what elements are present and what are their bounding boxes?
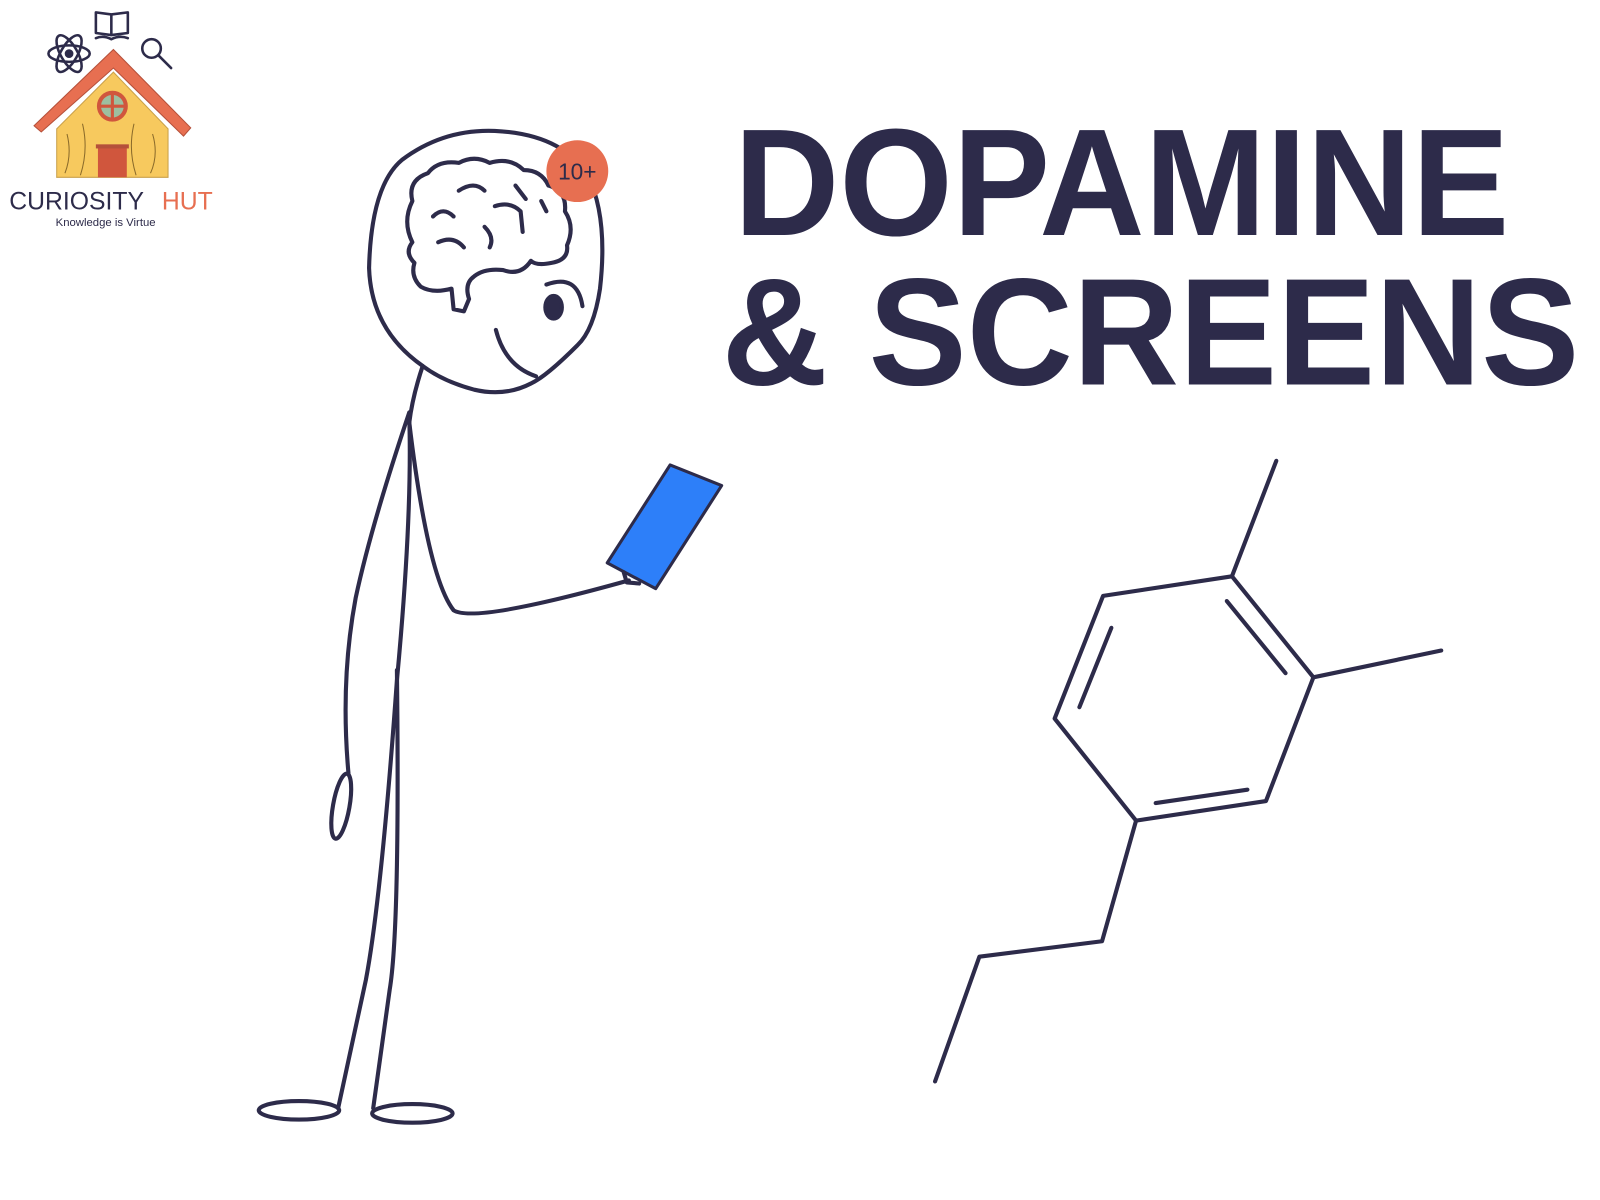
title-line2: & SCREENS [722,248,1580,418]
eye-brow [544,279,585,309]
arm [407,420,631,616]
mouth [493,327,539,379]
stick-figure [256,128,631,1125]
hand [621,570,642,586]
phone [605,463,724,591]
house-icon [33,48,192,178]
leg-right [371,668,400,1111]
body-left [343,410,412,776]
notification-badge: 10+ [546,140,609,203]
atom-icon [47,33,91,74]
neck [407,363,425,425]
dopamine-molecule [932,458,1444,1084]
logo: CURIOSITY HUT Knowledge is Virtue [9,11,213,229]
brain-icon [405,156,573,314]
logo-name-part1: CURIOSITY [9,188,144,215]
logo-name-part2: HUT [162,188,213,215]
book-icon [94,11,130,41]
magnifier-icon [140,37,173,70]
svg-text:10+: 10+ [558,158,596,184]
logo-tagline: Knowledge is Virtue [56,217,156,229]
title-line1: DOPAMINE [734,98,1509,268]
